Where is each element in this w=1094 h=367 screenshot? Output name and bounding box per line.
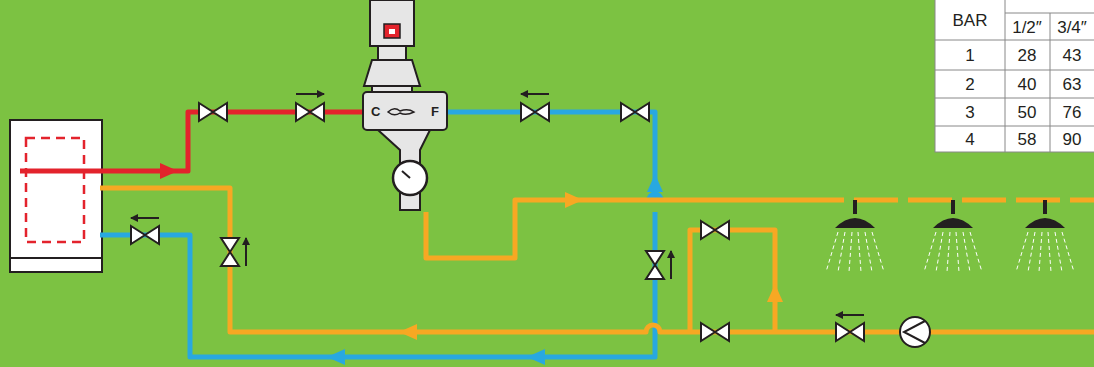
table-cell: 2 — [965, 76, 974, 93]
table-cell: 3 — [965, 104, 974, 121]
pressure-table — [935, 0, 1094, 152]
table-cell: BAR — [953, 12, 988, 29]
direction-arrows — [131, 94, 864, 315]
thermostatic-mixing-valve — [363, 0, 447, 210]
valve-body: CF — [363, 92, 447, 130]
table-cell: 1 — [965, 47, 974, 64]
showers — [826, 200, 1074, 272]
table-cell: 3/4″ — [1057, 19, 1087, 36]
table-cell: 63 — [1063, 76, 1082, 93]
table-cell: 43 — [1063, 47, 1082, 64]
table-cell: 90 — [1063, 131, 1082, 148]
table-cell: 1/2″ — [1012, 19, 1042, 36]
table-cell: 58 — [1018, 131, 1037, 148]
pipes — [20, 112, 1094, 357]
valves — [131, 103, 864, 341]
table-cell: 40 — [1018, 76, 1037, 93]
flow-arrows — [160, 163, 783, 365]
port-letter: C — [371, 105, 380, 118]
port-letter: F — [431, 105, 439, 118]
water-heater — [10, 120, 102, 272]
table-cell: 28 — [1018, 47, 1037, 64]
pump — [900, 317, 930, 347]
table-cell: 4 — [965, 131, 974, 148]
table-cell: 50 — [1018, 104, 1037, 121]
table-cell: 76 — [1063, 104, 1082, 121]
